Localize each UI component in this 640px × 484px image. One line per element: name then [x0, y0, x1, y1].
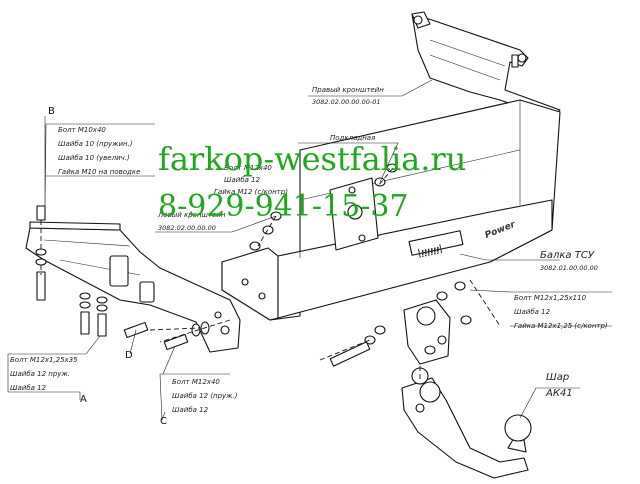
reinforcement-label: Подкладная	[330, 134, 375, 142]
beam-name: Балка ТСУ	[540, 250, 595, 261]
beam-fastener-line-2: Шайба 12	[224, 176, 261, 184]
callout-a-line-2: Шайба 12 пруж.	[10, 370, 70, 378]
watermark: farkop-westfalia.ru 8-929-941-15-37	[158, 140, 466, 224]
left-bracket	[25, 221, 241, 353]
reinforcement-label-group: Подкладная	[330, 134, 375, 142]
callout-c-line-2: Шайба 12 (пруж.)	[172, 392, 238, 400]
reinforcement-plate	[329, 177, 379, 251]
callout-a: Болт М12х1,25х35 Шайба 12 пруж. Шайба 12…	[10, 356, 87, 405]
ball-fastener-line-3: Гайка М12х1,25 (с/контр)	[514, 322, 608, 330]
callout-b-line-4: Гайка М10 на поводке	[58, 168, 140, 176]
ball-label: Шар АК41	[545, 372, 573, 399]
callout-c-line-3: Шайба 12	[172, 406, 209, 414]
callout-a-line-3: Шайба 12	[10, 384, 47, 392]
ball-code: АК41	[545, 388, 573, 399]
ball-fastener-line-1: Болт М12х1,25х110	[514, 294, 587, 302]
beam-fastener-line-3: Гайка М12 (с/контр)	[214, 188, 288, 196]
beam-fastener-line-1: Болт М12х40	[224, 164, 272, 172]
right-bracket-code: 3082.02.00.00.00-01	[312, 98, 381, 106]
callout-a-line-1: Болт М12х1,25х35	[10, 356, 78, 364]
callout-letter-a: A	[80, 394, 87, 405]
assembly-lines	[40, 161, 501, 380]
fasteners	[35, 163, 472, 367]
ball-mount	[401, 299, 532, 479]
callout-b-line-1: Болт М10х40	[58, 126, 106, 134]
callout-b: B Болт М10х40 Шайба 10 (пружин.) Шайба 1…	[48, 106, 140, 176]
beam-code: 3082.01.00.00.00	[540, 264, 598, 272]
watermark-site: farkop-westfalia.ru	[158, 140, 466, 178]
beam-label: Балка ТСУ 3082.01.00.00.00	[540, 250, 598, 272]
ball-name: Шар	[546, 372, 569, 383]
callout-letter-b: B	[48, 106, 55, 117]
ball-fastener-line-2: Шайба 12	[514, 308, 551, 316]
callout-b-line-3: Шайба 10 (увелич.)	[58, 154, 130, 162]
callout-b-line-2: Шайба 10 (пружин.)	[58, 140, 133, 148]
callout-d: D	[125, 350, 133, 361]
leader-lines	[7, 79, 612, 421]
right-bracket-label: Правый кронштейн 3082.02.00.00.00-01	[312, 86, 384, 106]
watermark-phone: 8-929-941-15-37	[158, 189, 409, 224]
left-bracket-name: Левый кронштейн	[157, 211, 226, 219]
callout-c-line-1: Болт М12х40	[172, 378, 220, 386]
ball-fasteners-label: Болт М12х1,25х110 Шайба 12 Гайка М12х1,2…	[514, 294, 608, 330]
callout-c: Болт М12х40 Шайба 12 (пруж.) Шайба 12 C	[160, 378, 238, 427]
callout-letter-d: D	[125, 350, 133, 361]
callout-letter-c: C	[160, 416, 167, 427]
left-bracket-label: Левый кронштейн 3082.02.00.00.00	[157, 211, 226, 232]
left-bracket-code: 3082.02.00.00.00	[158, 224, 216, 232]
right-bracket-name: Правый кронштейн	[312, 86, 384, 94]
beam-fasteners-label: Болт М12х40 Шайба 12 Гайка М12 (с/контр)	[214, 164, 288, 196]
